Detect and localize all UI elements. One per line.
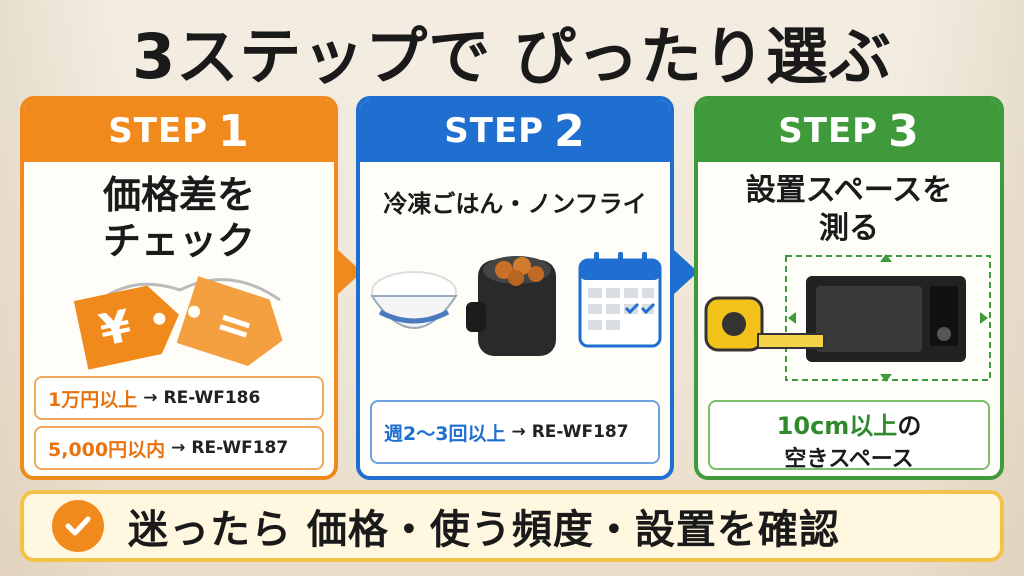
- step-2-number: 2: [554, 105, 586, 157]
- page-title: 3ステップで ぴったり選ぶ: [132, 20, 892, 93]
- air-fryer-icon: [466, 256, 556, 356]
- check-icon: [52, 500, 104, 552]
- rule-1-model: RE-WF186: [163, 388, 261, 408]
- step-1-card: STEP 1 価格差を チェック ¥ = 1万円以上 → RE-WF186 5,…: [20, 96, 338, 480]
- step-2-card: STEP 2 冷凍ごはん・ノンフライ: [356, 96, 674, 480]
- rule-1-arrow: →: [143, 388, 158, 408]
- step-2-rule: 週2〜3回以上 → RE-WF187: [370, 400, 660, 464]
- rule-2-arrow: →: [171, 438, 186, 458]
- step-2-label: STEP: [444, 111, 545, 151]
- space-requirement-box: 10cm以上の 空きスペース: [708, 400, 990, 472]
- bottom-message: 迷ったら 価格・使う頻度・設置を確認: [128, 507, 840, 553]
- step-3-card: STEP 3 設置スペースを 測る 10cm以上の 空きスペース: [694, 96, 1004, 480]
- step-1-heading-line2: チェック: [102, 219, 255, 263]
- step-2-header: STEP 2: [360, 100, 670, 162]
- step-2-illustration: [370, 252, 662, 356]
- bottom-summary-bar: 迷ったら 価格・使う頻度・設置を確認: [20, 490, 1004, 562]
- price-tag-icon: ¥ =: [73, 276, 283, 370]
- microwave-icon: [806, 276, 966, 362]
- step-1-heading: 価格差を チェック: [24, 172, 334, 264]
- step-1-rule-2: 5,000円以内 → RE-WF187: [34, 426, 324, 470]
- rule-3-condition: 週2〜3回以上: [384, 422, 506, 445]
- space-highlight: 10cm以上: [776, 412, 898, 440]
- space-line2: 空きスペース: [784, 447, 914, 472]
- space-suffix: の: [897, 412, 922, 440]
- step-3-label: STEP: [778, 111, 879, 151]
- rule-2-condition: 5,000円以内: [48, 438, 166, 461]
- step-3-illustration: [704, 254, 991, 382]
- step-1-number: 1: [218, 105, 250, 157]
- step-1-heading-line1: 価格差を: [102, 173, 255, 217]
- step-3-heading-line2: 測る: [819, 211, 879, 246]
- rule-3-arrow: →: [511, 422, 526, 442]
- step-2-heading: 冷凍ごはん・ノンフライ: [383, 190, 647, 218]
- tape-measure-icon: [704, 296, 825, 352]
- step-3-number: 3: [888, 105, 920, 157]
- rule-1-condition: 1万円以上: [48, 388, 138, 411]
- calendar-icon: [578, 252, 662, 348]
- step-1-header: STEP 1: [24, 100, 334, 162]
- step-3-header: STEP 3: [698, 100, 1000, 162]
- step-3-heading-line1: 設置スペースを: [745, 173, 953, 208]
- rice-bowl-icon: [370, 271, 458, 329]
- rule-2-model: RE-WF187: [191, 438, 289, 458]
- step-1-rule-1: 1万円以上 → RE-WF186: [34, 376, 324, 420]
- step-3-heading: 設置スペースを 測る: [698, 172, 1000, 248]
- step-1-label: STEP: [108, 111, 209, 151]
- rule-3-model: RE-WF187: [531, 422, 629, 442]
